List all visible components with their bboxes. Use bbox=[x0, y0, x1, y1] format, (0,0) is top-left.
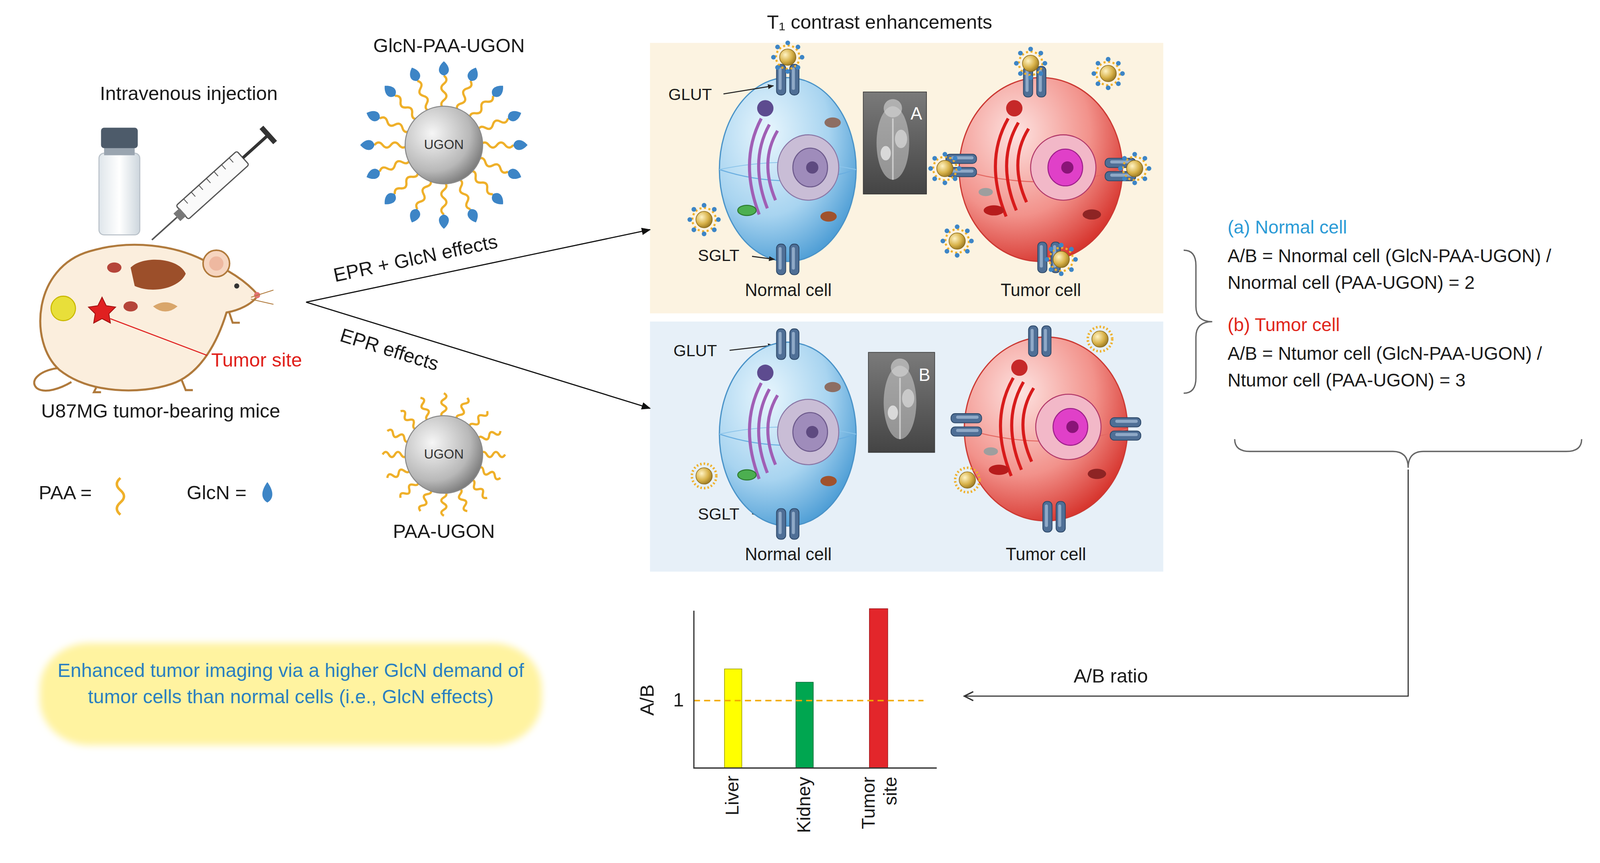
arrow-connector bbox=[964, 469, 1409, 696]
tumor-cell-drawing bbox=[951, 325, 1142, 533]
normal-cell: Normal cell bbox=[714, 324, 862, 568]
receptor-label: SGLT bbox=[697, 245, 749, 266]
image-letter: B bbox=[916, 364, 933, 386]
tumor-cell-drawing bbox=[945, 66, 1136, 273]
site-label: Tumor site bbox=[211, 348, 326, 372]
paa-ugon-particle bbox=[382, 393, 506, 516]
receptor-label: SGLT bbox=[697, 504, 749, 524]
image-letter: A bbox=[908, 103, 925, 124]
tumor-cell: Tumor cell bbox=[936, 50, 1146, 302]
vial-illustration bbox=[99, 127, 140, 235]
nanoparticle: UGON PAA-UGON bbox=[357, 387, 531, 547]
tumor-cell: Tumor cell bbox=[940, 324, 1152, 568]
panel-fill bbox=[650, 43, 1164, 314]
arrow-connector bbox=[306, 301, 651, 408]
normal-cell: Normal cell bbox=[714, 61, 862, 303]
mri-image-drawing bbox=[868, 352, 935, 453]
mouse-illustration: U87MG tumor-bearing mice bbox=[15, 232, 306, 427]
annotation: Intravenous injection bbox=[66, 81, 312, 105]
legend-item: GlcN = bbox=[186, 480, 259, 504]
formula-block: (a) Normal cellA/B = Nnormal cell (GlcN-… bbox=[1227, 216, 1591, 470]
mouse-caption: U87MG tumor-bearing mice bbox=[15, 399, 306, 423]
core-label: UGON bbox=[413, 446, 475, 463]
legend-label: GlcN = bbox=[186, 481, 247, 504]
cell-label: Normal cell bbox=[714, 279, 862, 301]
syringe-illustration bbox=[144, 125, 277, 248]
panel-fill bbox=[650, 321, 1164, 572]
legend-item: PAA = bbox=[38, 480, 106, 504]
bar-label: Kidney bbox=[793, 776, 815, 855]
cell-label: Normal cell bbox=[714, 543, 862, 565]
paa-sample bbox=[116, 477, 124, 515]
highlight-brush bbox=[39, 642, 542, 745]
tick-label: 1 bbox=[670, 687, 687, 711]
formula: A/B = Nnormal cell (GlcN-PAA-UGON) / Nno… bbox=[1227, 242, 1591, 296]
edge-label: EPR effects bbox=[337, 323, 442, 376]
arrow-connector bbox=[306, 229, 651, 302]
cell-label: Tumor cell bbox=[936, 279, 1146, 301]
normal-cell-drawing bbox=[719, 328, 856, 539]
bar-chart-drawing bbox=[693, 608, 937, 768]
panel-heading: T₁ contrast enhancements bbox=[675, 10, 1084, 34]
axis-title: A/B bbox=[635, 674, 659, 726]
particle-name: GlcN-PAA-UGON bbox=[346, 33, 551, 57]
bar-label: Liver bbox=[721, 775, 744, 839]
mri-image: B bbox=[868, 352, 935, 453]
brace bbox=[1234, 438, 1582, 468]
cell-label: Tumor cell bbox=[940, 543, 1152, 565]
receptor-label: GLUT bbox=[673, 340, 727, 361]
particle-name: PAA-UGON bbox=[357, 519, 531, 543]
conclusion-text: Enhanced tumor imaging via a higher GlcN… bbox=[50, 657, 531, 710]
nanoparticle: GlcN-PAA-UGON UGON bbox=[346, 30, 551, 231]
core-label: UGON bbox=[413, 136, 475, 153]
bar-chart: A/B 1Liver Kidney Tumor site bbox=[630, 599, 965, 858]
formula-heading: (a) Normal cell bbox=[1227, 216, 1591, 239]
edge-label: A/B ratio bbox=[1073, 663, 1148, 688]
brace bbox=[1183, 250, 1213, 394]
glcn-paa-ugon-particle bbox=[360, 61, 528, 229]
bar-label: Tumor site bbox=[857, 776, 902, 845]
glcn-small-particles bbox=[687, 40, 1152, 277]
formula-heading: (b) Tumor cell bbox=[1227, 313, 1591, 336]
panel-band: GLUT SGLT Normal cell B Tumor cell bbox=[650, 321, 1164, 572]
legend-label: PAA = bbox=[38, 481, 92, 504]
highlight-note: Enhanced tumor imaging via a higher GlcN… bbox=[35, 634, 547, 753]
mri-image-drawing bbox=[863, 92, 927, 194]
glcn-sample bbox=[262, 481, 273, 503]
formula: A/B = Ntumor cell (GlcN-PAA-UGON) / Ntum… bbox=[1227, 340, 1591, 394]
normal-cell-drawing bbox=[719, 64, 856, 275]
paa-small-particles bbox=[691, 326, 1113, 492]
receptor-label: GLUT bbox=[668, 84, 722, 105]
mri-image: A bbox=[863, 92, 927, 194]
edge-label: EPR + GlcN effects bbox=[331, 229, 500, 287]
panel-band: T₁ contrast enhancementsGLUTSGLTNormal c… bbox=[650, 43, 1164, 314]
